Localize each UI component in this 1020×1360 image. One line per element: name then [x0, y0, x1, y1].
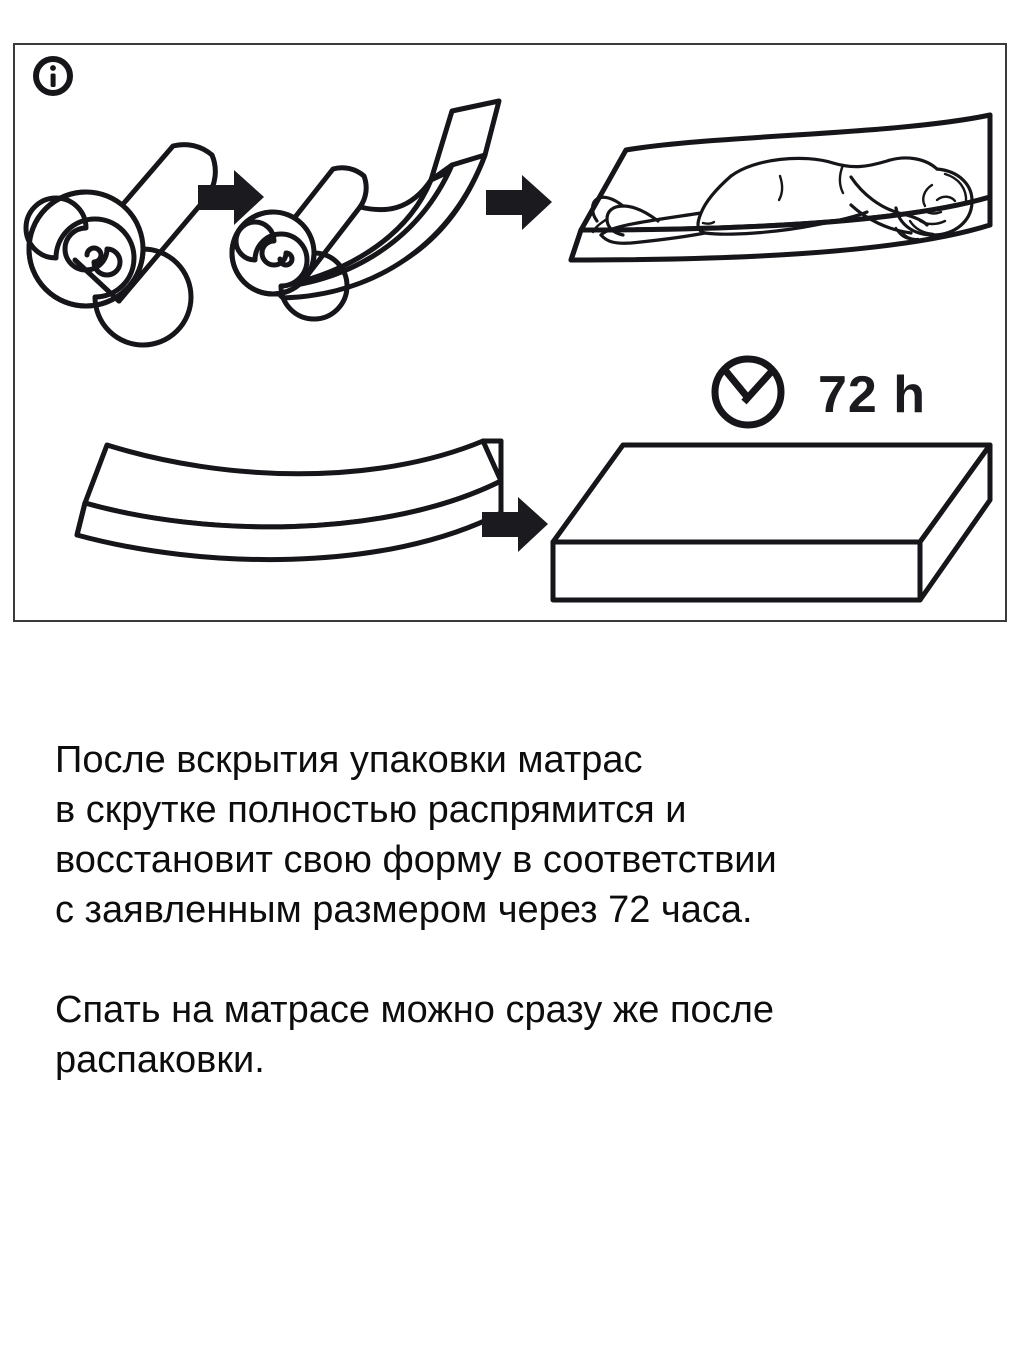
clock-icon	[711, 355, 785, 429]
step-arrow-3	[482, 497, 548, 552]
caption-paragraph-secondary: Спать на матрасе можно сразу же после ра…	[55, 989, 774, 1081]
duration-badge: 72 h	[711, 355, 926, 429]
partially-unrolled-mattress	[229, 98, 502, 322]
duration-value: 72 h	[818, 366, 926, 424]
person-sleeping-on-curved-mattress	[568, 112, 993, 263]
step-arrow-1	[198, 170, 264, 225]
flat-mattress	[550, 442, 993, 603]
caption-paragraph-primary: После вскрытия упаковки матрас в скрутке…	[55, 739, 777, 931]
instruction-diagram: 72 h	[23, 56, 993, 603]
info-icon	[33, 56, 73, 96]
step-arrow-2	[486, 175, 552, 230]
curved-mattress	[74, 438, 504, 563]
rolled-mattress	[23, 142, 218, 348]
illustration-panel: 72 h	[13, 43, 1007, 622]
caption-block: После вскрытия упаковки матрас в скрутке…	[55, 735, 975, 1085]
